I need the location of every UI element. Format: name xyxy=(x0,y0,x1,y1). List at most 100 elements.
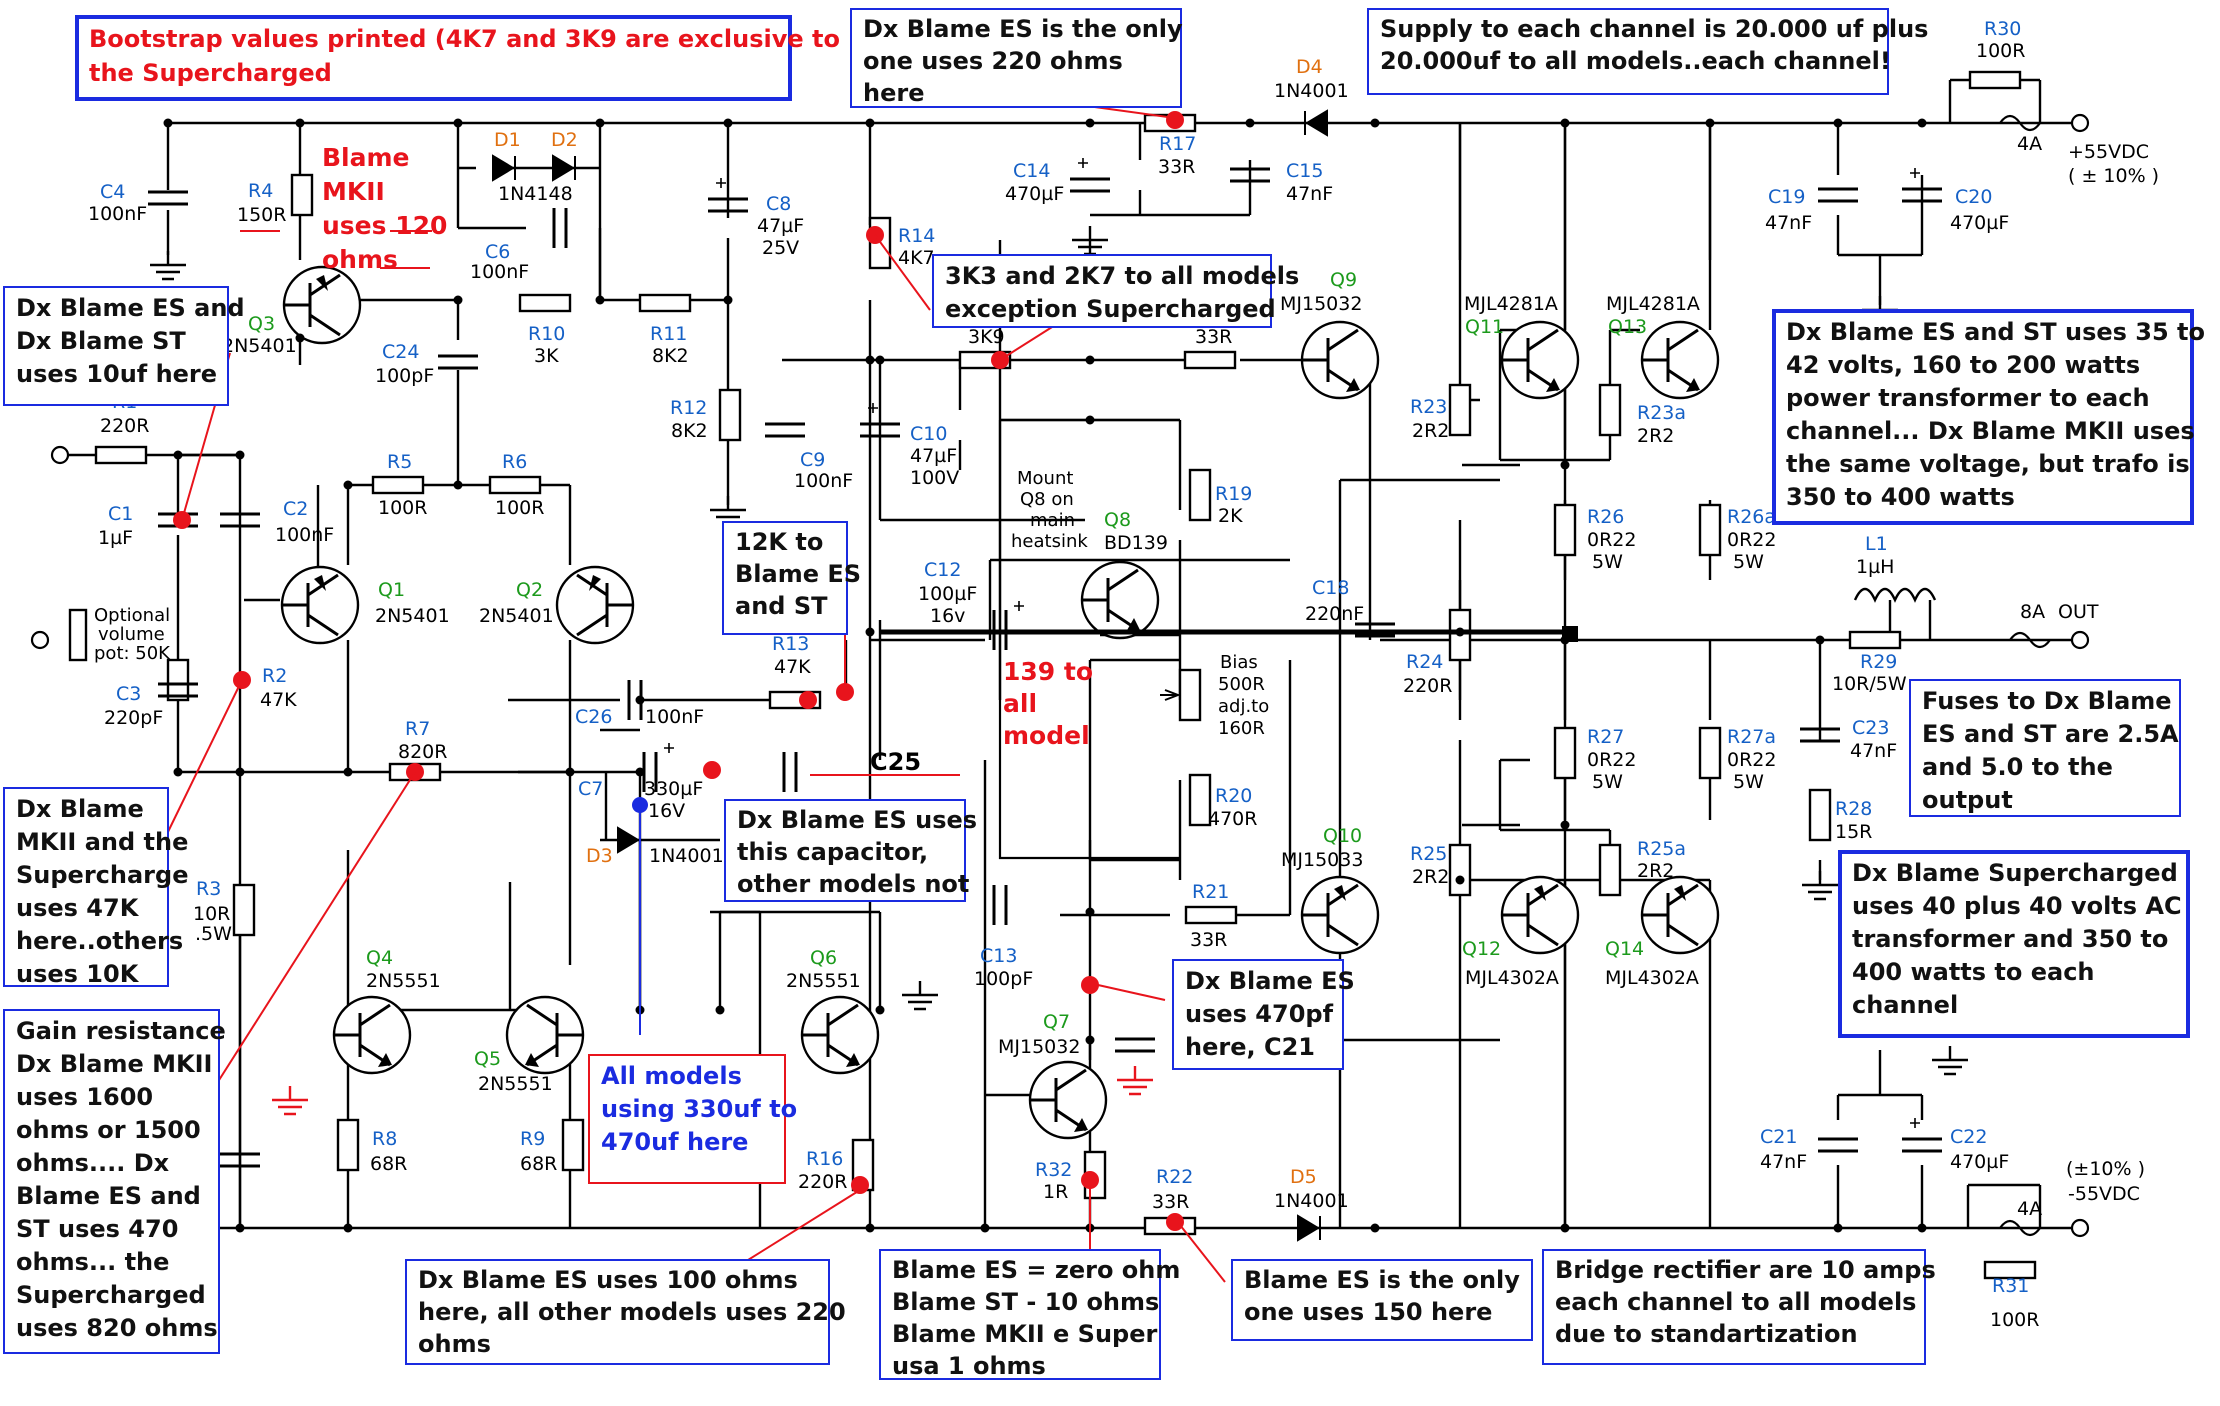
junction-3 xyxy=(595,118,605,128)
label-d3v: 1N4001 xyxy=(649,845,724,867)
transistor-Q2-arrow xyxy=(589,575,601,591)
label-r14: R14 xyxy=(898,225,935,247)
label-r4: R4 xyxy=(248,180,273,202)
transistor-Q5-arrow xyxy=(525,1053,539,1067)
cap-C20 xyxy=(1902,168,1942,203)
box-gain-line-4: ohms.... Dx xyxy=(16,1149,170,1177)
junction-50 xyxy=(1085,1035,1095,1045)
cap-C8-plates xyxy=(708,197,748,213)
label-r8v: 68R xyxy=(370,1153,407,1175)
label-c7v2: 16V xyxy=(648,800,685,822)
label-d4v: 1N4001 xyxy=(1274,80,1349,102)
cap-C20-plates xyxy=(1902,187,1942,203)
red-marker-12 xyxy=(851,1176,869,1194)
label-c26v: 100nF xyxy=(645,706,704,728)
transistor-Q13-arrow xyxy=(1686,378,1700,392)
resistor-R9 xyxy=(561,1118,585,1172)
transistor-Q14-leads xyxy=(1642,883,1699,947)
leader-8 xyxy=(1097,984,1166,1001)
label-r12v: 8K2 xyxy=(671,420,708,442)
red-note-blame-0: Blame xyxy=(322,143,410,172)
label-c4v: 100nF xyxy=(88,203,147,225)
cap-C23 xyxy=(1800,727,1840,743)
junction-52 xyxy=(715,1005,725,1015)
label-r21: R21 xyxy=(1192,881,1229,903)
label-d1: D1 xyxy=(494,129,521,151)
box-3k3-frame xyxy=(932,254,1272,328)
label-r6v: 100R xyxy=(495,497,544,519)
label-r13: R13 xyxy=(772,633,809,655)
box-100ohm-line-0: Dx Blame ES uses 100 ohms xyxy=(418,1266,798,1294)
junction-14 xyxy=(595,295,605,305)
box-gain-line-3: ohms or 1500 xyxy=(16,1116,201,1144)
label-r27v1: 0R22 xyxy=(1587,749,1636,771)
box-150-line-0: Blame ES is the only xyxy=(1244,1266,1520,1294)
junction-dots xyxy=(163,118,1927,1233)
label-r20v: 470R xyxy=(1208,808,1257,830)
transistor-Q12-arrow xyxy=(1534,885,1546,901)
label-q13: Q13 xyxy=(1608,316,1647,338)
label-f2: 4A xyxy=(2017,1198,2042,1220)
box-gain-line-1: Dx Blame MKII xyxy=(16,1050,212,1078)
label-b1: Bias xyxy=(1220,652,1258,673)
box-10uf-frame xyxy=(3,286,229,406)
junction-5 xyxy=(865,118,875,128)
transistor-Q11-arrow xyxy=(1546,378,1560,392)
box-220-line-2: here xyxy=(863,79,924,107)
label-c9v: 100nF xyxy=(794,470,853,492)
resistor-R2 xyxy=(166,658,190,702)
label-r25a: R25a xyxy=(1637,838,1686,860)
label-q4: Q4 xyxy=(366,947,393,969)
resistor-R27 xyxy=(1553,726,1577,780)
cap-C10 xyxy=(860,403,900,438)
junction-1 xyxy=(295,118,305,128)
resistor-R31 xyxy=(1983,1260,2037,1280)
label-c9: C9 xyxy=(800,449,825,471)
label-c24: C24 xyxy=(382,341,419,363)
label-r26av1: 0R22 xyxy=(1727,529,1776,551)
label-r29: R29 xyxy=(1860,651,1897,673)
box-gain-frame xyxy=(3,1009,220,1354)
box-trafo-line-5: 350 to 400 watts xyxy=(1786,483,2015,511)
resistor-R23 xyxy=(1448,383,1472,437)
transistor-Q1-leads xyxy=(282,573,339,637)
transistor-Q10 xyxy=(1300,875,1380,955)
label-q6v: 2N5551 xyxy=(786,970,861,992)
box-supercharged-line-0: Dx Blame Supercharged xyxy=(1852,859,2178,887)
box-3k3-line-1: exception Supercharged xyxy=(945,295,1276,323)
cap-C3-plates xyxy=(158,682,198,698)
cap-C21-plates xyxy=(1818,1137,1858,1153)
cap-C10-plates xyxy=(860,422,900,438)
label-r18v: 33R xyxy=(1195,326,1232,348)
cap-C2-plates xyxy=(220,512,260,528)
label-c23v: 47nF xyxy=(1850,740,1897,762)
label-q13t: MJL4281A xyxy=(1606,293,1700,315)
cap-C12 xyxy=(992,601,1024,650)
label-q3: Q3 xyxy=(248,313,275,335)
label-r16v: 220R xyxy=(798,1171,847,1193)
label-r5: R5 xyxy=(387,451,412,473)
label-r16: R16 xyxy=(806,1148,843,1170)
label-r28: R28 xyxy=(1835,798,1872,820)
junction-7 xyxy=(1245,118,1255,128)
junction-13 xyxy=(453,295,463,305)
label-q14t: MJL4302A xyxy=(1605,967,1699,989)
box-330-line-1: using 330uf to xyxy=(601,1095,797,1123)
transistor-Q5-leads xyxy=(526,1003,583,1067)
label-r15v: 3K9 xyxy=(968,326,1005,348)
label-r27av1: 0R22 xyxy=(1727,749,1776,771)
label-b4: 160R xyxy=(1218,718,1265,739)
cap-C22 xyxy=(1902,1118,1942,1153)
fuse-F2 xyxy=(1999,1219,2041,1237)
box-supply-line-1: 20.000uf to all models..each channel! xyxy=(1380,47,1891,75)
resistor-R20 xyxy=(1188,773,1212,827)
transistor-Q2-leads xyxy=(576,573,633,637)
box-trafo-line-2: power transformer to each xyxy=(1786,384,2150,412)
transistor-Q6-leads xyxy=(802,1003,859,1067)
junction-36 xyxy=(1833,1223,1843,1233)
label-r27a: R27a xyxy=(1727,726,1776,748)
label-r29v: 10R/5W xyxy=(1832,673,1907,695)
